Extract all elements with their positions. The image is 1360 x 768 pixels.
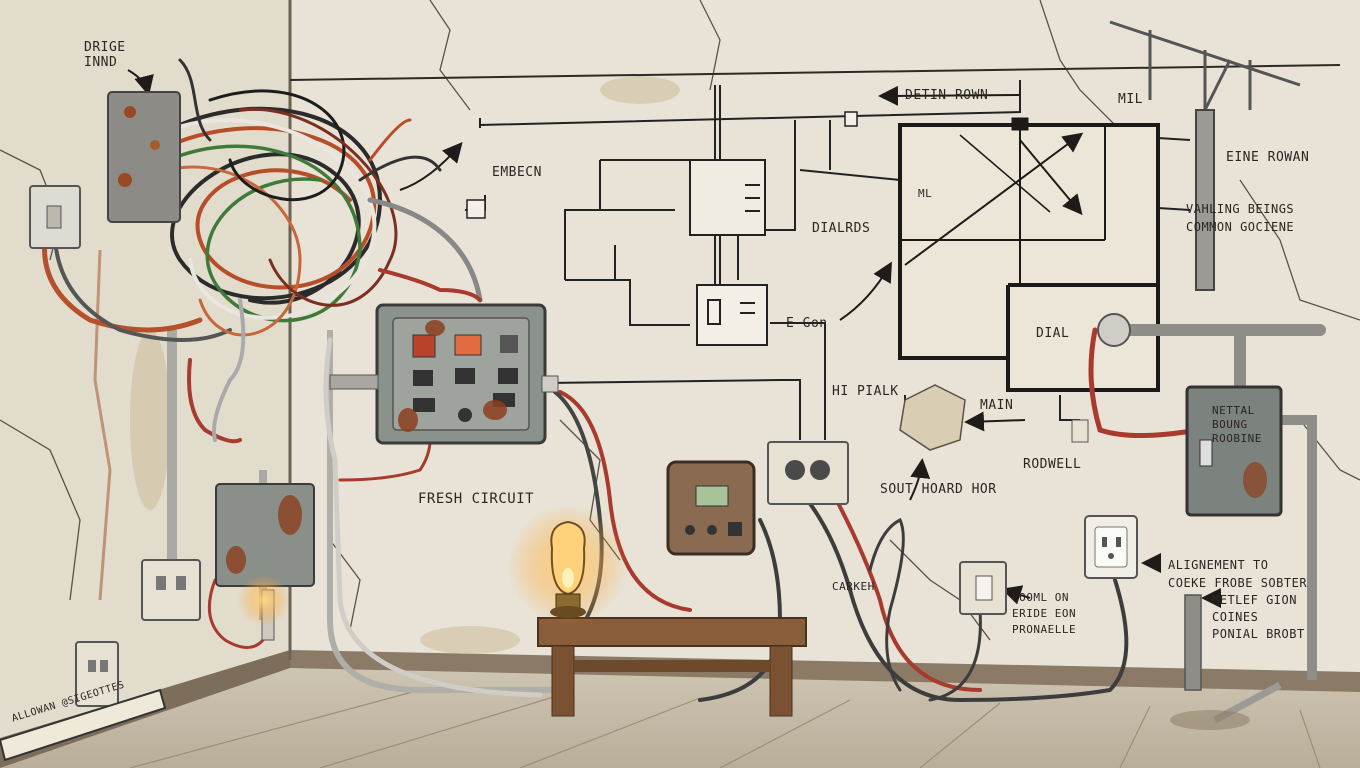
label-fresh-circuit: FRESH CIRCUIT xyxy=(418,491,535,507)
label-dial-room: DIAL xyxy=(1036,326,1070,341)
antenna xyxy=(1109,20,1301,291)
label-grid-in: E Gon xyxy=(786,316,828,331)
label-alignment-note: ALIGNEMENT TO COEKE FROBE SOBTER xyxy=(1168,558,1308,590)
label-mil: MIL xyxy=(1118,92,1143,107)
neutral-panel-box xyxy=(1185,385,1283,517)
label-dialrds: DIALRDS xyxy=(812,221,871,236)
label-carkeh: CARKEH xyxy=(832,580,875,593)
annotation-arrows xyxy=(127,69,1221,608)
wooden-bench xyxy=(537,617,807,717)
label-sout-hoard: SOUT HOARD HOR xyxy=(880,482,997,497)
wall-outlet-pair xyxy=(767,441,849,505)
top-rail-line xyxy=(289,64,1341,81)
corroded-junction-box xyxy=(215,483,315,641)
pipe-valve xyxy=(1071,313,1131,443)
left-wall-switch xyxy=(29,185,81,249)
wall-cracks xyxy=(0,0,1360,641)
modern-outlet xyxy=(1084,515,1138,579)
wall-junction-plate xyxy=(107,91,181,223)
left-duplex-outlet xyxy=(141,559,201,621)
floor-boards xyxy=(129,689,1321,768)
label-eine-rowan: EINE ROWAN xyxy=(1226,150,1310,165)
schematic-boxes xyxy=(466,111,858,346)
oil-lamp xyxy=(508,505,628,625)
label-metal-pipe: METLEF GION COINES PONIAL BROBT xyxy=(1212,593,1305,641)
floor-pipe xyxy=(1170,681,1282,730)
corner-outlet xyxy=(75,641,119,707)
wire-tangle xyxy=(138,58,483,442)
floor-plan xyxy=(898,117,1160,392)
plaster-hole xyxy=(899,384,966,451)
label-neutral-panel: NETTAL BOUNG ROOBINE xyxy=(1212,404,1262,445)
label-outlet-note: LOOML ON ERIDE EON PRONAELLE xyxy=(1012,591,1077,636)
label-main: MAIN xyxy=(980,398,1014,413)
label-rodwell: RODWELL xyxy=(1023,457,1082,472)
power-meter-box xyxy=(666,460,756,556)
schematic-wires xyxy=(465,80,1191,440)
label-drain-room: DETIN ROWN xyxy=(905,88,989,103)
label-drainage-inlet: DRIGE INND xyxy=(84,40,126,70)
main-breaker-panel xyxy=(329,303,559,445)
label-hi-pialk: HI PIALK xyxy=(832,384,899,399)
corner-sign-board xyxy=(0,688,167,762)
light-switch xyxy=(959,561,1007,615)
label-embed: EMBECN xyxy=(492,165,542,180)
label-warning-panel: VAHLING BEINGS COMMON GOCIENE xyxy=(1186,202,1295,234)
label-ml-room: ML xyxy=(918,187,933,200)
floor xyxy=(0,660,1360,768)
